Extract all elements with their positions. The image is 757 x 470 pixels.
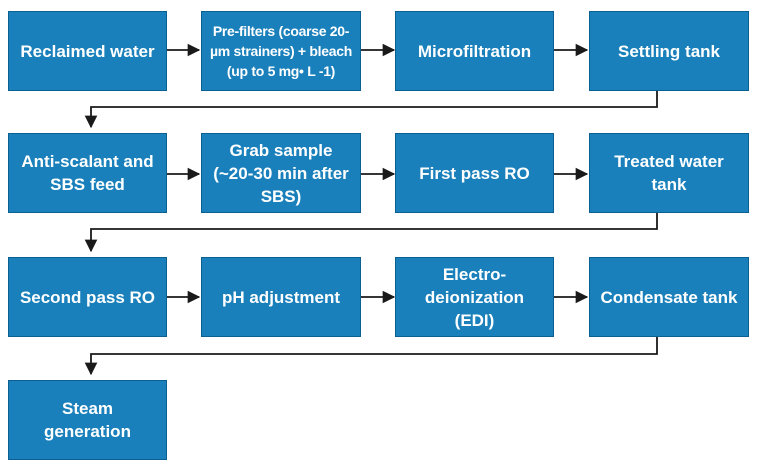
arrow-4-5	[84, 91, 658, 129]
step-first-pass-ro: First pass RO	[395, 133, 554, 213]
step-microfiltration: Microfiltration	[395, 11, 554, 91]
step-steam-generation: Steam generation	[8, 380, 167, 460]
step-condensate-tank: Condensate tank	[589, 257, 749, 337]
step-treated-water-tank: Treated water tank	[589, 133, 749, 213]
step-grab-sample: Grab sample (~20-30 min after SBS)	[201, 133, 361, 213]
step-pre-filters: Pre-filters (coarse 20- µm strainers) + …	[201, 11, 361, 91]
step-settling-tank: Settling tank	[589, 11, 749, 91]
step-ph-adjustment: pH adjustment	[201, 257, 361, 337]
step-second-pass-ro: Second pass RO	[8, 257, 167, 337]
step-anti-scalant-sbs-feed: Anti-scalant and SBS feed	[8, 133, 167, 213]
step-reclaimed-water: Reclaimed water	[8, 11, 167, 91]
arrow-12-13	[84, 337, 658, 376]
arrow-8-9	[84, 213, 658, 253]
step-edi: Electro- deionization (EDI)	[395, 257, 554, 337]
